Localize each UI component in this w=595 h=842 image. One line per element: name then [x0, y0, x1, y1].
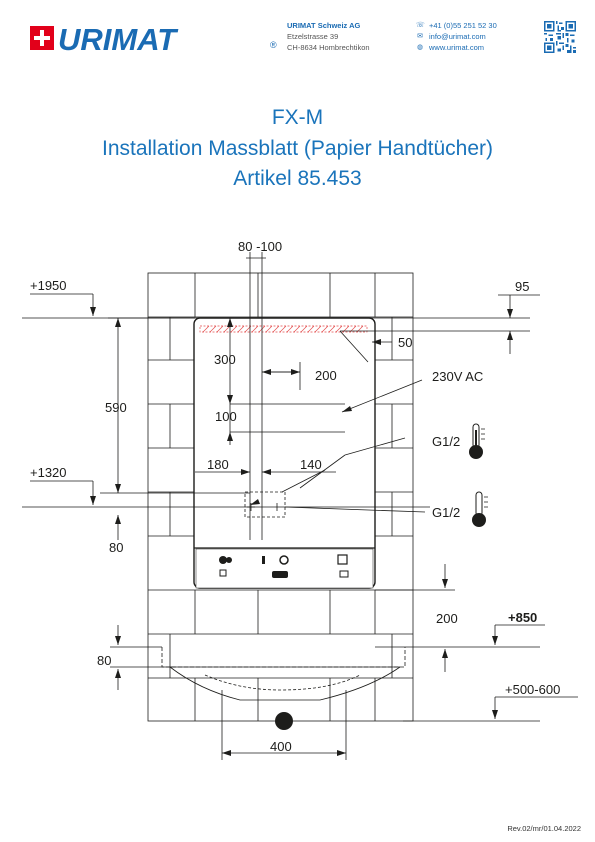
dim-140: 140	[300, 457, 322, 472]
sheet-title: Installation Massblatt (Papier Handtüche…	[101, 137, 494, 160]
article-number: Artikel 85.453	[233, 167, 362, 190]
dispenser-controls	[219, 554, 349, 578]
dim-400: 400	[270, 739, 292, 754]
dim-50: 50	[398, 335, 412, 350]
dim-200-right: 200	[436, 611, 458, 626]
dim-100: 100	[215, 409, 237, 424]
contact-block: ☏ +41 (0)55 251 52 30 ✉ info@urimat.com …	[416, 20, 497, 53]
dim-230v-ac: 230V AC	[432, 369, 483, 384]
cable-zone-hatch	[199, 325, 368, 333]
urimat-logo: URIMAT ®	[30, 23, 277, 55]
wash-basin	[161, 647, 406, 701]
dim-200-top: 200	[315, 368, 337, 383]
dim-g12-hot: G1/2	[432, 434, 460, 449]
contact-phone[interactable]: +41 (0)55 251 52 30	[429, 21, 497, 30]
revision-note: Rev.02/mr/01.04.2022	[507, 824, 581, 833]
product-title: FX-M	[271, 106, 324, 129]
company-address: URIMAT Schweiz AG Etzelstrasse 39 CH-863…	[287, 20, 370, 53]
dim-300: 300	[214, 352, 236, 367]
wall-tiles	[147, 272, 414, 722]
dim-plus-500-600: +500-600	[505, 682, 560, 697]
dim-80-100: 80 -100	[238, 239, 282, 254]
dim-80-left: 80	[109, 540, 123, 555]
mail-icon: ✉	[417, 33, 423, 40]
dim-80-basin: 80	[97, 653, 111, 668]
registered-mark: ®	[270, 40, 277, 50]
dim-plus-1950: +1950	[30, 278, 67, 293]
connection-box	[244, 491, 286, 518]
qr-code	[544, 21, 576, 53]
brand-wordmark: URIMAT	[58, 23, 179, 55]
phone-icon: ☏	[416, 22, 425, 29]
globe-icon: ◍	[416, 44, 424, 51]
dim-plus-1320: +1320	[30, 465, 67, 480]
company-name: URIMAT Schweiz AG	[287, 21, 361, 30]
dim-plus-850: +850	[508, 610, 537, 625]
company-street: Etzelstrasse 39	[287, 32, 339, 41]
thermometer-cold-icon	[472, 491, 488, 527]
contact-email[interactable]: info@urimat.com	[429, 32, 486, 41]
dim-180: 180	[207, 457, 229, 472]
dim-g12-cold: G1/2	[432, 505, 460, 520]
thermometer-hot-icon	[469, 423, 485, 459]
company-city: CH-8634 Hombrechtikon	[287, 43, 370, 52]
drain-icon	[275, 712, 293, 730]
contact-web[interactable]: www.urimat.com	[429, 43, 485, 52]
dim-590: 590	[105, 400, 127, 415]
dim-95: 95	[515, 279, 529, 294]
